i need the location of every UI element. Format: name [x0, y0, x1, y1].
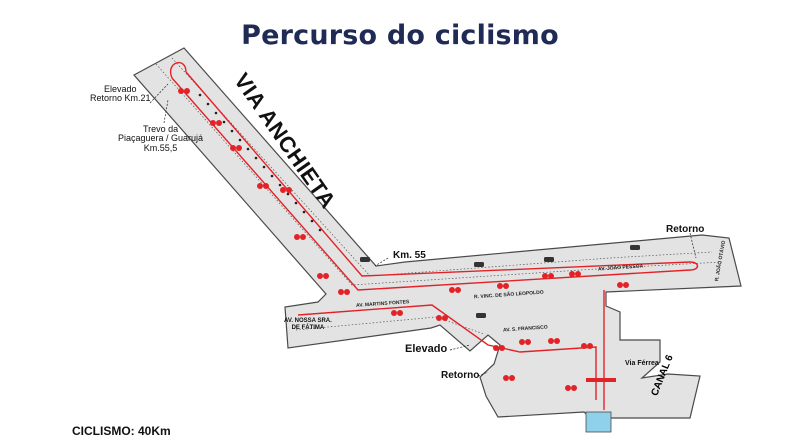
cyclist-icon	[338, 289, 350, 295]
cyclist-icon	[565, 385, 577, 391]
median-dots	[198, 93, 322, 232]
lane-line	[155, 63, 723, 286]
car-icon	[360, 257, 370, 262]
av-nossa-sra-label: AV. NOSSA SRA. DE FÁTIMA	[284, 318, 332, 332]
route-turnaround-right	[689, 261, 699, 271]
rail-crossing	[586, 378, 616, 382]
cyclist-icon	[391, 310, 403, 316]
cyclist-icon	[493, 345, 505, 351]
car-icon	[544, 257, 554, 262]
cyclist-icon	[519, 339, 531, 345]
cyclist-icon	[257, 183, 269, 189]
via-ferrea-label: Via Férrea	[625, 360, 659, 367]
car-icon	[474, 262, 484, 267]
lane-line	[171, 57, 713, 277]
route-inbound	[185, 71, 691, 277]
via-anchieta-road	[133, 47, 742, 423]
retorno-right-label: Retorno	[666, 224, 705, 235]
page-title: Percurso do ciclismo	[241, 20, 559, 51]
leader-lines	[149, 83, 697, 377]
road-network	[133, 47, 742, 423]
elevado-label: Elevado	[405, 343, 448, 355]
retorno-left-label: Retorno	[441, 370, 480, 381]
elevado-retorno-label: Elevado Retorno Km.21	[90, 84, 151, 104]
cyclist-icon	[210, 120, 222, 126]
cyclist-icon	[436, 315, 448, 321]
km55-label: Km. 55	[393, 250, 426, 261]
cyclist-icon	[178, 88, 190, 94]
lane-line	[295, 316, 485, 335]
car-icon	[476, 313, 486, 318]
lane-lines	[155, 57, 723, 335]
cyclist-icon	[569, 271, 581, 277]
car-icon	[630, 245, 640, 250]
route-turnaround-top	[169, 61, 187, 79]
cyclist-icon	[542, 273, 554, 279]
cars	[360, 245, 640, 318]
cyclist-icon	[548, 338, 560, 344]
cyclists	[178, 88, 629, 391]
finish-area	[585, 411, 612, 433]
cyclist-icon	[581, 343, 593, 349]
cyclist-icon	[617, 282, 629, 288]
cyclist-icon	[294, 234, 306, 240]
cyclist-icon	[503, 375, 515, 381]
cyclist-icon	[230, 145, 242, 151]
trevo-label: Trevo da Piaçaguera / Guarujá Km.55,5	[118, 124, 204, 153]
cyclist-icon	[449, 287, 461, 293]
cyclist-icon	[497, 283, 509, 289]
distance-label: CICLISMO: 40Km	[72, 424, 171, 438]
cyclist-icon	[280, 187, 292, 193]
cyclist-icon	[317, 273, 329, 279]
